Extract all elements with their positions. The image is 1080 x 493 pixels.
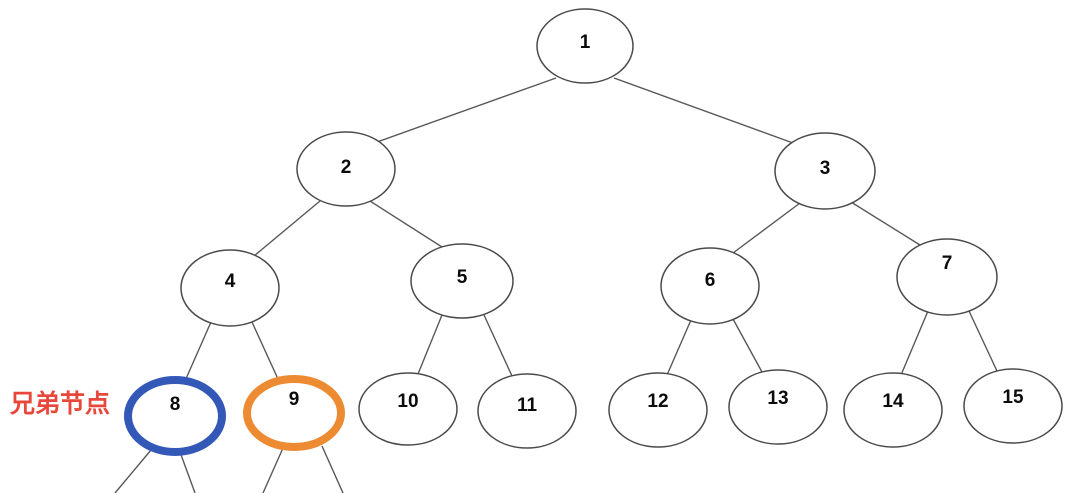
- tree-edge-n4-n9: [251, 321, 279, 380]
- tree-node-15[interactable]: 15: [963, 368, 1063, 444]
- tree-node-9[interactable]: 9: [243, 375, 345, 451]
- tree-edge-n1-n3: [613, 77, 794, 144]
- tree-edge-n8-child-left: [114, 449, 152, 493]
- sibling-nodes-annotation: 兄弟节点: [9, 389, 110, 418]
- tree-node-11[interactable]: 11: [477, 373, 577, 449]
- tree-node-12[interactable]: 12: [608, 372, 708, 448]
- node-label-2: 2: [341, 157, 352, 178]
- tree-edge-n3-n7: [850, 201, 921, 246]
- node-ellipse-12: [608, 372, 708, 448]
- tree-node-14[interactable]: 14: [843, 372, 943, 448]
- edges-group: [114, 77, 998, 493]
- tree-edge-n2-n5: [369, 200, 443, 248]
- tree-edge-n6-n12: [666, 319, 692, 376]
- node-ellipse-15: [963, 368, 1063, 444]
- tree-edge-n9-child-right: [321, 445, 344, 493]
- tree-node-6[interactable]: 6: [660, 247, 760, 325]
- node-label-1: 1: [580, 32, 591, 53]
- tree-node-4[interactable]: 4: [180, 249, 280, 327]
- tree-edge-n9-child-left: [262, 447, 284, 493]
- node-ellipse-6: [660, 247, 760, 325]
- node-ellipse-7: [896, 238, 998, 316]
- node-label-11: 11: [517, 395, 538, 416]
- node-label-13: 13: [767, 388, 788, 409]
- tree-edge-n3-n6: [732, 202, 801, 254]
- tree-edge-n5-n11: [483, 314, 513, 377]
- node-label-14: 14: [882, 391, 904, 412]
- tree-edge-n5-n10: [417, 314, 443, 375]
- tree-node-5[interactable]: 5: [410, 243, 514, 319]
- tree-edge-n7-n14: [900, 310, 929, 376]
- node-ellipse-1: [536, 8, 634, 84]
- node-label-9: 9: [289, 389, 300, 410]
- node-label-8: 8: [170, 394, 181, 415]
- node-ellipse-5: [410, 243, 514, 319]
- tree-node-13[interactable]: 13: [728, 369, 828, 445]
- tree-node-7[interactable]: 7: [896, 238, 998, 316]
- node-ellipse-4: [180, 249, 280, 327]
- node-label-3: 3: [820, 158, 831, 179]
- tree-node-8[interactable]: 8: [124, 376, 226, 456]
- tree-node-3[interactable]: 3: [774, 132, 876, 210]
- tree-edge-n7-n15: [968, 310, 998, 372]
- node-label-5: 5: [457, 267, 468, 288]
- node-label-12: 12: [647, 391, 668, 412]
- tree-edge-n4-n8: [184, 321, 212, 382]
- tree-edge-n1-n2: [376, 77, 557, 143]
- node-label-6: 6: [705, 270, 716, 291]
- tree-node-1[interactable]: 1: [536, 8, 634, 84]
- tree-edge-n6-n13: [732, 318, 763, 373]
- node-ellipse-2: [296, 131, 396, 207]
- node-ellipse-13: [728, 369, 828, 445]
- tree-node-10[interactable]: 10: [358, 372, 458, 446]
- node-ellipse-11: [477, 373, 577, 449]
- node-label-10: 10: [397, 391, 418, 412]
- tree-edge-n8-child-right: [179, 451, 196, 493]
- node-ellipse-8: [124, 376, 226, 456]
- node-label-4: 4: [225, 271, 236, 292]
- node-ellipse-10: [358, 372, 458, 446]
- tree-node-2[interactable]: 2: [296, 131, 396, 207]
- tree-edge-n2-n4: [253, 200, 321, 257]
- node-label-15: 15: [1002, 387, 1024, 408]
- node-label-7: 7: [942, 253, 953, 274]
- node-ellipse-3: [774, 132, 876, 210]
- node-ellipse-9: [243, 375, 345, 451]
- node-ellipse-14: [843, 372, 943, 448]
